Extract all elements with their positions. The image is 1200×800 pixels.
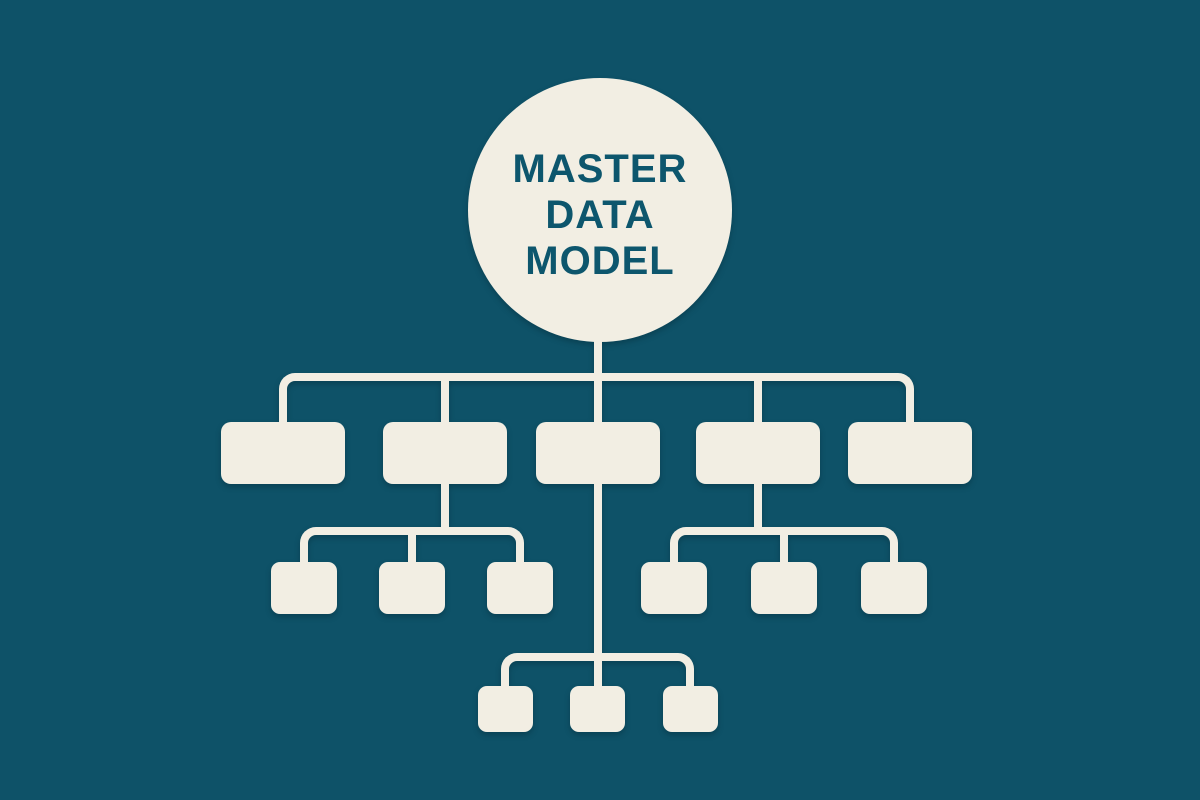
level3-trunk-line [594,482,602,688]
root-circle: MASTER DATA MODEL [468,78,732,342]
level2-right-stub-middle [780,527,788,562]
level2-left-node-2 [379,562,445,614]
level3-connector [501,653,694,686]
level1-node-3 [536,422,660,484]
level1-node-5 [848,422,972,484]
level3-node-1 [478,686,533,732]
root-stem-line [594,338,602,378]
level1-node-4 [696,422,820,484]
level2-left-stub-middle [408,527,416,562]
level2-right-node-1 [641,562,707,614]
level3-node-2 [570,686,625,732]
level2-left-node-3 [487,562,553,614]
level2-feed-right [754,482,762,532]
title-line-2: DATA [545,193,655,237]
level1-node-2 [383,422,507,484]
level2-feed-left [441,482,449,532]
level2-right-node-3 [861,562,927,614]
level1-stub-node2 [441,373,449,422]
title-line-1: MASTER [512,147,688,191]
title-line-3: MODEL [525,239,675,283]
level1-node-1 [221,422,345,484]
level1-stub-node4 [754,373,762,422]
level2-left-node-1 [271,562,337,614]
level1-stub-node3 [594,373,602,422]
level2-right-node-2 [751,562,817,614]
level3-node-3 [663,686,718,732]
